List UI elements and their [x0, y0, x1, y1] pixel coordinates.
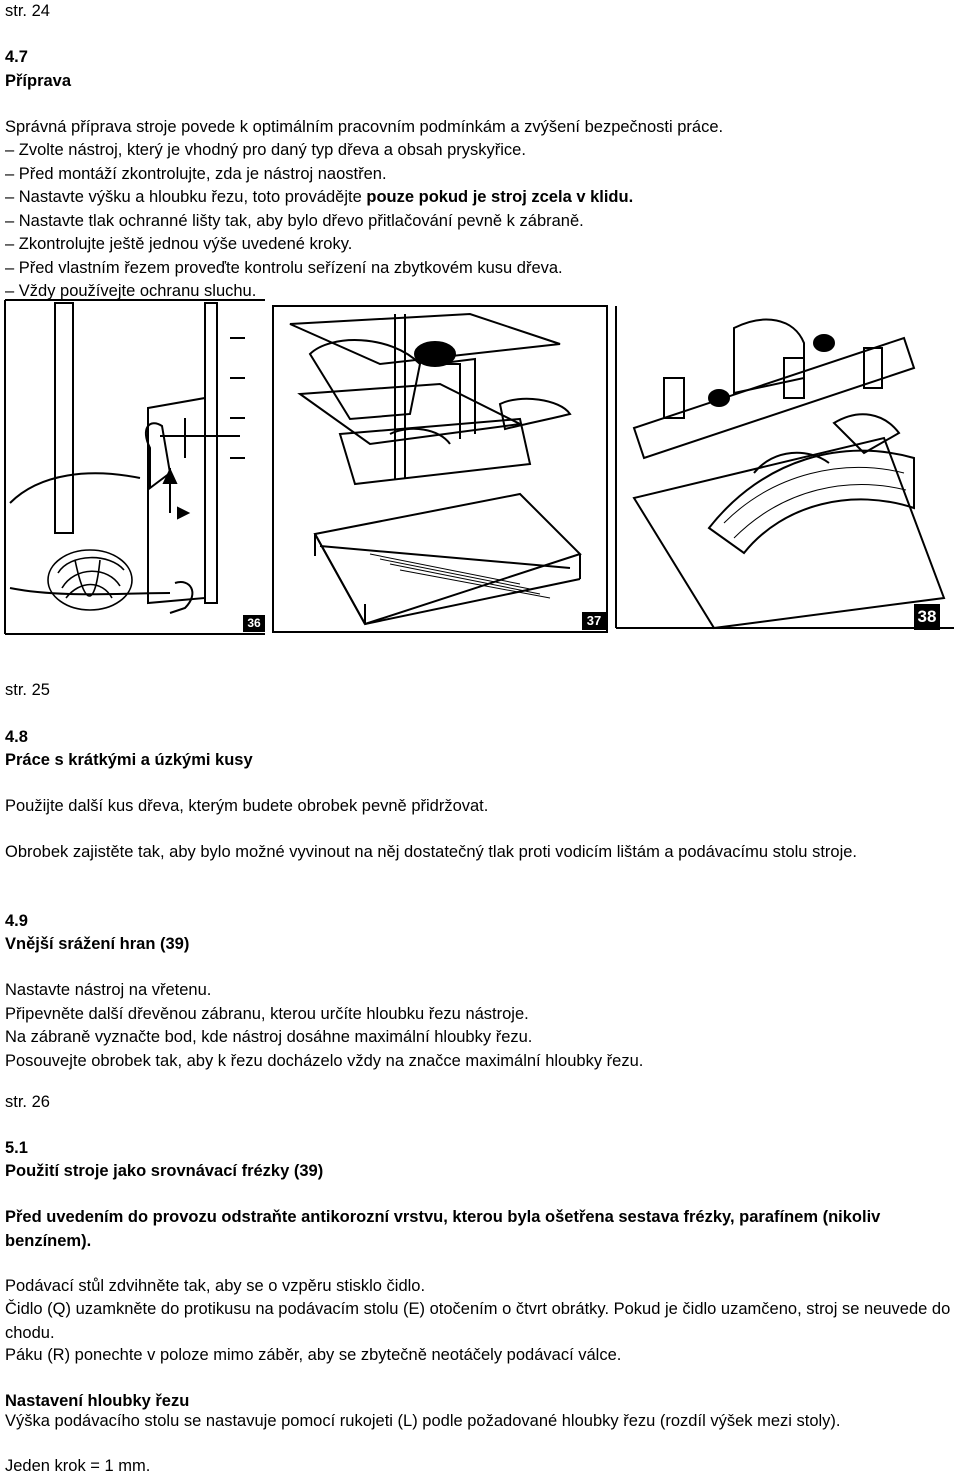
paragraph: Použijte další kus dřeva, kterým budete … — [5, 797, 489, 815]
figure-38-illustration — [615, 306, 954, 630]
warning-paragraph: Před uvedením do provozu odstraňte antik… — [5, 1208, 881, 1250]
paragraph: Čidlo (Q) uzamkněte do protikusu na podá… — [5, 1300, 951, 1342]
instruction-line: Posouvejte obrobek tak, aby k řezu dochá… — [5, 1051, 644, 1070]
preparation-steps: – Zvolte nástroj, který je vhodný pro da… — [5, 139, 633, 304]
step-item: – Před vlastním řezem proveďte kontrolu … — [5, 258, 563, 277]
paragraph: Výška podávacího stolu se nastavuje pomo… — [5, 1412, 841, 1430]
figure-number-37: 37 — [582, 612, 606, 630]
instruction-lines: Nastavte nástroj na vřetenu. Připevněte … — [5, 979, 643, 1073]
subsection-title: Nastavení hloubky řezu — [5, 1392, 190, 1410]
step-item: – Zvolte nástroj, který je vhodný pro da… — [5, 141, 526, 159]
instruction-line: Připevněte další dřevěnou zábranu, ktero… — [5, 1004, 529, 1023]
section-number: 5.1 — [5, 1139, 28, 1157]
intro-paragraph: Správná příprava stroje povede k optimál… — [5, 118, 724, 136]
figure-number-38: 38 — [914, 604, 940, 630]
page-label: str. 24 — [5, 2, 50, 20]
figure-36-illustration — [4, 299, 265, 635]
page-label: str. 25 — [5, 681, 50, 699]
section-title: Vnější srážení hran (39) — [5, 935, 190, 953]
step-item: – Vždy používejte ochranu sluchu. — [5, 282, 257, 300]
paragraph: Jeden krok = 1 mm. — [5, 1457, 151, 1475]
figure-number-36: 36 — [243, 615, 265, 632]
paragraph: Páku (R) ponechte v poloze mimo záběr, a… — [5, 1346, 622, 1364]
step-item: – Nastavte výšku a hloubku řezu, toto pr… — [5, 188, 634, 206]
section-title: Příprava — [5, 72, 72, 90]
section-title: Práce s krátkými a úzkými kusy — [5, 751, 253, 769]
instruction-line: Nastavte nástroj na vřetenu. — [5, 981, 212, 999]
section-title: Použití stroje jako srovnávací frézky (3… — [5, 1162, 324, 1180]
page-label: str. 26 — [5, 1093, 50, 1111]
section-number: 4.8 — [5, 728, 28, 746]
figures-row: 36 37 — [0, 298, 960, 638]
step-emphasis: pouze pokud je stroj zcela v klidu. — [366, 188, 634, 206]
step-item: – Nastavte tlak ochranné lišty tak, aby … — [5, 211, 584, 230]
section-number: 4.7 — [5, 48, 28, 66]
section-number: 4.9 — [5, 912, 28, 930]
instruction-line: Na zábraně vyznačte bod, kde nástroj dos… — [5, 1028, 533, 1046]
step-item: – Před montáží zkontrolujte, zda je nást… — [5, 164, 387, 183]
paragraph: Podávací stůl zdvihněte tak, aby se o vz… — [5, 1277, 426, 1295]
step-item: – Zkontrolujte ještě jednou výše uvedené… — [5, 235, 353, 253]
figure-37-illustration — [272, 305, 608, 633]
paragraph: Obrobek zajistěte tak, aby bylo možné vy… — [5, 843, 857, 861]
